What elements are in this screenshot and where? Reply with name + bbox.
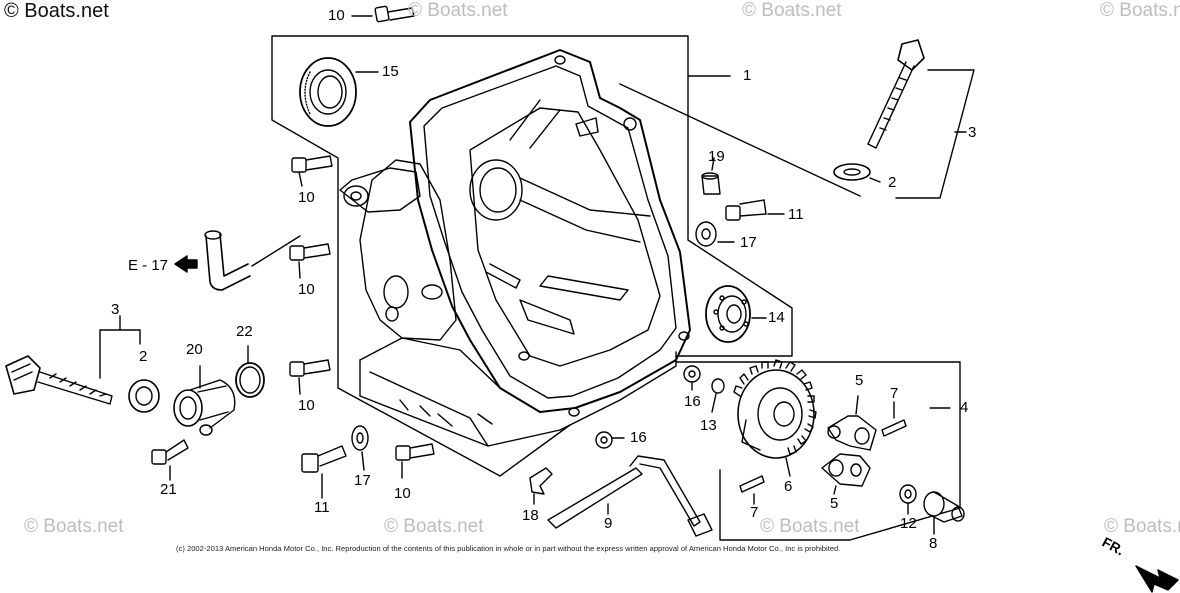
callout-3-left[interactable]: 3 bbox=[111, 301, 120, 318]
assembly-bracket-1 bbox=[271, 35, 793, 477]
callout-4[interactable]: 4 bbox=[960, 399, 969, 416]
callout-12[interactable]: 12 bbox=[900, 515, 917, 532]
bolt-11-bottom bbox=[301, 445, 347, 499]
watermark-bottom-far-right: © Boats.net bbox=[1104, 516, 1180, 537]
governor-weight-5-lower bbox=[821, 453, 871, 495]
callout-7-lower[interactable]: 7 bbox=[750, 504, 759, 521]
callout-14[interactable]: 14 bbox=[768, 309, 785, 326]
washer-17-right bbox=[695, 221, 735, 247]
callout-17-right[interactable]: 17 bbox=[740, 234, 757, 251]
copyright-notice: (c) 2002-2013 American Honda Motor Co., … bbox=[176, 544, 841, 553]
bolt-11-right bbox=[725, 199, 785, 221]
pin-7-upper bbox=[881, 401, 907, 437]
watermark-bottom-center: © Boats.net bbox=[384, 516, 484, 537]
dowel-19 bbox=[701, 157, 721, 195]
callout-22[interactable]: 22 bbox=[236, 323, 253, 340]
governor-shaft-8 bbox=[923, 491, 965, 535]
callout-7-upper[interactable]: 7 bbox=[890, 385, 899, 402]
callout-3-right[interactable]: 3 bbox=[968, 124, 977, 141]
watermark-top-center: © Boats.net bbox=[408, 0, 508, 21]
crankcase bbox=[339, 49, 691, 447]
callout-10-upper-left[interactable]: 10 bbox=[298, 189, 315, 206]
washer-17-bottom bbox=[351, 425, 369, 471]
watermark-bottom-right: © Boats.net bbox=[760, 516, 860, 537]
oil-seal-15 bbox=[299, 57, 379, 127]
assembly-bracket-4 bbox=[675, 361, 961, 541]
callout-2-right[interactable]: 2 bbox=[888, 174, 897, 191]
clip-18 bbox=[529, 467, 553, 505]
bolt-10-mid-left bbox=[289, 243, 331, 279]
watermark-top-left: © Boats.net bbox=[4, 0, 109, 22]
callout-11-right[interactable]: 11 bbox=[788, 206, 804, 223]
callout-5-upper[interactable]: 5 bbox=[855, 372, 864, 389]
callout-9[interactable]: 9 bbox=[604, 515, 613, 532]
callout-13[interactable]: 13 bbox=[700, 417, 717, 434]
o-ring-22 bbox=[235, 345, 265, 398]
callout-8[interactable]: 8 bbox=[929, 535, 938, 552]
callout-11-bottom[interactable]: 11 bbox=[314, 499, 330, 516]
oil-gauge-right-3 bbox=[619, 39, 975, 199]
bolt-10-lower-left bbox=[289, 359, 331, 395]
callout-5-lower[interactable]: 5 bbox=[830, 495, 839, 512]
external-reference-label: E - 17 bbox=[128, 257, 169, 274]
breather-tube bbox=[174, 230, 301, 291]
callout-10-lower-left[interactable]: 10 bbox=[298, 397, 315, 414]
bolt-21 bbox=[151, 439, 189, 481]
bolt-10-upper-left bbox=[291, 155, 333, 187]
governor-arm-9 bbox=[547, 455, 713, 537]
callout-21[interactable]: 21 bbox=[160, 481, 177, 498]
oil-gauge-left-3 bbox=[5, 315, 141, 405]
bearing-14 bbox=[705, 285, 767, 343]
washer-16-lower bbox=[595, 431, 625, 449]
watermark-bottom-left: © Boats.net bbox=[24, 516, 124, 537]
washer-2-right bbox=[833, 163, 881, 183]
callout-17-bottom[interactable]: 17 bbox=[354, 472, 371, 489]
washer-12 bbox=[899, 484, 917, 515]
washer-2-left bbox=[128, 379, 160, 413]
callout-15[interactable]: 15 bbox=[382, 63, 399, 80]
callout-16-lower[interactable]: 16 bbox=[630, 429, 647, 446]
bolt-10-bottom bbox=[395, 443, 435, 479]
governor-weight-5-upper bbox=[827, 395, 877, 451]
callout-20[interactable]: 20 bbox=[186, 341, 203, 358]
callout-2-left[interactable]: 2 bbox=[139, 348, 148, 365]
callout-10-mid-left[interactable]: 10 bbox=[298, 281, 315, 298]
front-arrow bbox=[1135, 565, 1179, 593]
callout-10-bottom[interactable]: 10 bbox=[394, 485, 411, 502]
bolt-10-top bbox=[351, 5, 415, 23]
filler-neck-20 bbox=[173, 365, 236, 436]
clip-13 bbox=[711, 378, 725, 413]
watermark-top-far-right: © Boats.net bbox=[1100, 0, 1180, 21]
callout-18[interactable]: 18 bbox=[522, 507, 539, 524]
callout-1[interactable]: 1 bbox=[743, 67, 752, 84]
watermark-top-right: © Boats.net bbox=[742, 0, 842, 21]
callout-16-right[interactable]: 16 bbox=[684, 393, 701, 410]
pin-7-lower bbox=[739, 475, 765, 505]
callout-10-top[interactable]: 10 bbox=[328, 7, 345, 24]
washer-16-right bbox=[683, 365, 701, 391]
governor-gear-6 bbox=[733, 359, 817, 477]
callout-6[interactable]: 6 bbox=[784, 478, 793, 495]
callout-19[interactable]: 19 bbox=[708, 148, 725, 165]
